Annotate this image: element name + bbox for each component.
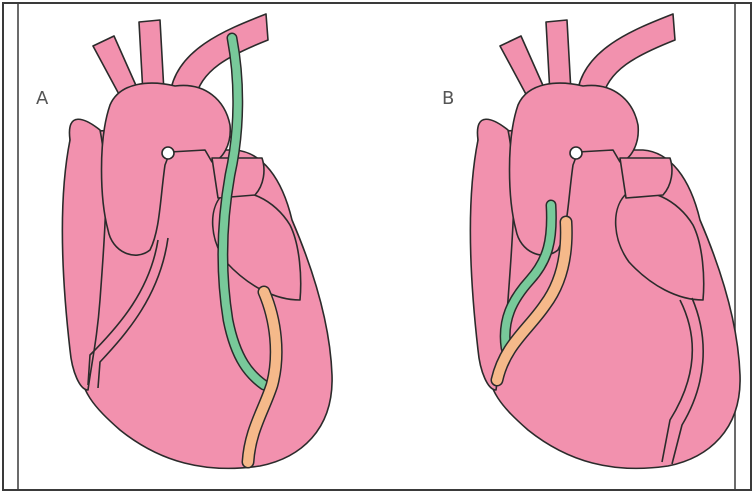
panel-a-aorta-notch <box>162 147 174 159</box>
panel-a-outflow <box>212 158 264 198</box>
panel-b-heart <box>470 14 740 468</box>
panel-b-aorta-notch <box>570 147 582 159</box>
panel-b-label: B <box>442 88 454 109</box>
panel-b-outflow <box>620 158 672 198</box>
panel-a-heart <box>62 14 332 468</box>
panel-a-label: A <box>36 88 48 109</box>
